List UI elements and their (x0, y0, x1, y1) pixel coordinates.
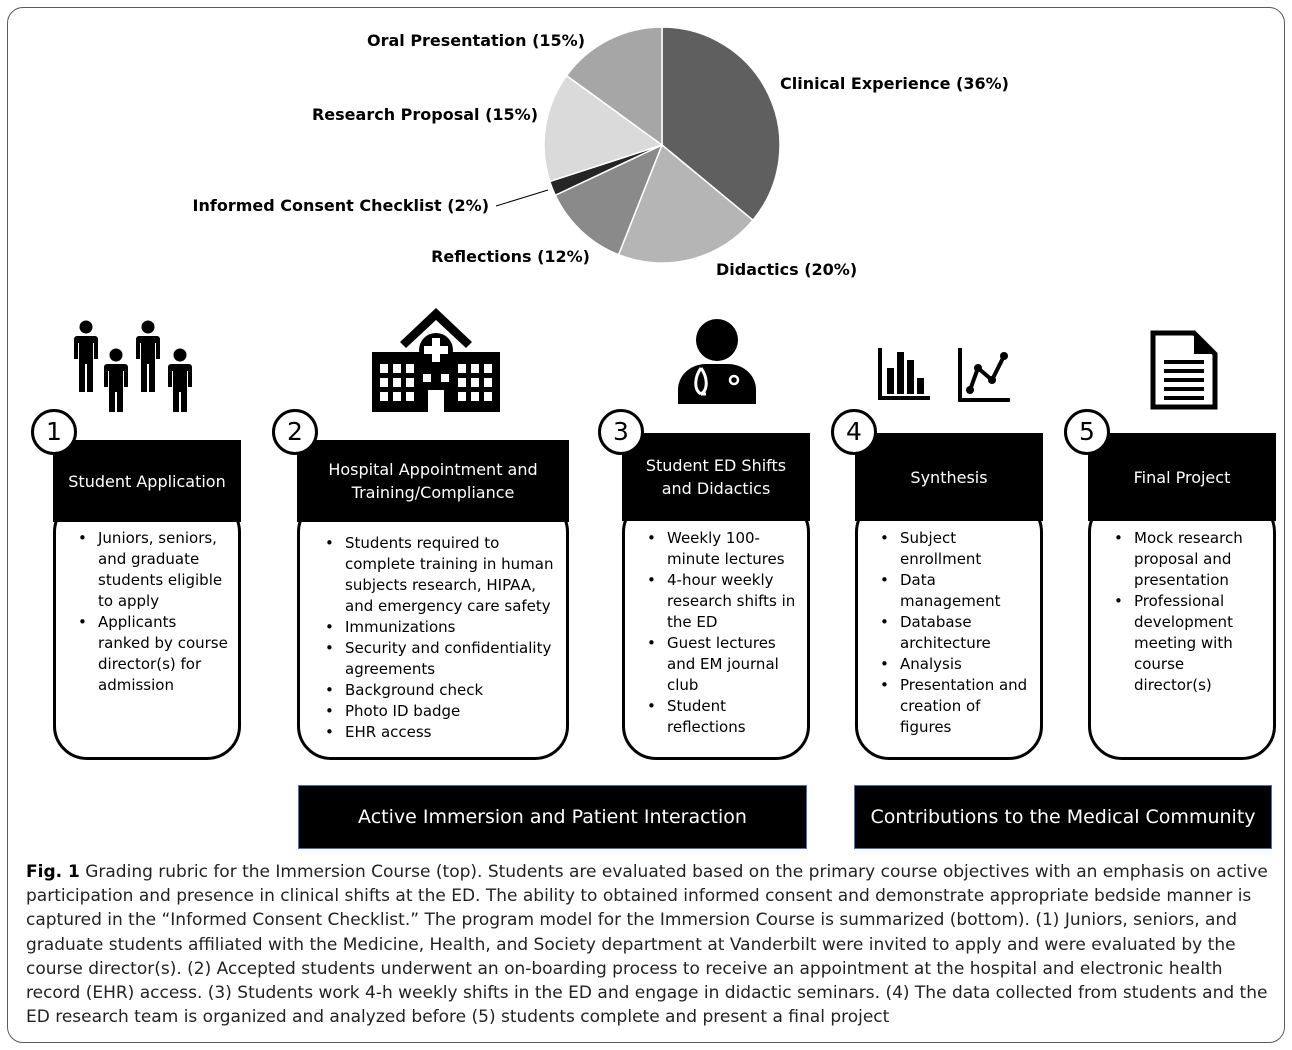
pie-label-5: Research Proposal (15%) (312, 105, 538, 124)
list-item: Presentation and creation of figures (878, 675, 1028, 738)
figure-frame (7, 7, 1285, 1043)
step-1-title: Student Application (68, 471, 226, 491)
banner-right-label: Contributions to the Medical Community (870, 806, 1256, 828)
step-1-bullets: Juniors, seniors, and graduate students … (76, 528, 228, 696)
pie-label-2: Didactics (20%) (716, 260, 857, 279)
step-2-header: Hospital Appointment and Training/Compli… (297, 440, 569, 522)
step-1-number: 1 (31, 409, 77, 455)
line-chart-icon (958, 348, 1010, 402)
list-item: Mock research proposal and presentation (1112, 528, 1262, 591)
banner-left-label: Active Immersion and Patient Interaction (358, 806, 747, 828)
step-5-bullets: Mock research proposal and presentation … (1112, 528, 1262, 696)
step-2-bullets: Students required to complete training i… (323, 533, 555, 743)
pie-label-1: Clinical Experience (36%) (780, 74, 1009, 93)
pie-slice-5 (543, 74, 664, 183)
list-item: Analysis (878, 654, 1028, 675)
list-item: Data management (878, 570, 1028, 612)
step-3-number: 3 (598, 409, 644, 455)
list-item: Photo ID badge (323, 701, 555, 722)
step-5-number: 5 (1064, 409, 1110, 455)
list-item: Background check (323, 680, 555, 701)
step-3-bullets: Weekly 100-minute lectures 4-hour weekly… (645, 528, 801, 738)
step-1-header: Student Application (53, 440, 241, 522)
list-item: Student reflections (645, 696, 801, 738)
list-item: Guest lectures and EM journal club (645, 633, 801, 696)
pie-label-6: Oral Presentation (15%) (367, 31, 585, 50)
list-item: Subject enrollment (878, 528, 1028, 570)
step-4-title: Synthesis (910, 467, 988, 487)
figure-caption: Fig. 1 Grading rubric for the Immersion … (26, 860, 1276, 1029)
caption-text: Grading rubric for the Immersion Course … (26, 862, 1268, 1028)
banner-active-immersion: Active Immersion and Patient Interaction (298, 785, 807, 849)
caption-label: Fig. 1 (26, 862, 80, 882)
banner-contributions: Contributions to the Medical Community (854, 785, 1272, 849)
list-item: 4-hour weekly research shifts in the ED (645, 570, 801, 633)
pie-leader-line (495, 189, 549, 207)
pie-slice-3 (554, 143, 664, 256)
list-item: Students required to complete training i… (323, 533, 555, 617)
hospital-icon (372, 308, 500, 412)
list-item: Professional development meeting with co… (1112, 591, 1262, 696)
step-5-header: Final Project (1088, 433, 1276, 521)
pie-slice-1 (661, 26, 781, 222)
list-item: EHR access (323, 722, 555, 743)
step-3-header: Student ED Shifts and Didactics (622, 433, 810, 521)
pie-slice-6 (565, 26, 663, 147)
pie-label-3: Reflections (12%) (431, 247, 590, 266)
step-5-title: Final Project (1133, 467, 1231, 487)
step-3-title: Student ED Shifts and Didactics (645, 456, 787, 498)
document-icon (1150, 330, 1218, 410)
doctor-icon (678, 319, 756, 404)
step-2-title: Hospital Appointment and Training/Compli… (328, 460, 538, 502)
list-item: Database architecture (878, 612, 1028, 654)
grading-pie-chart: Clinical Experience (36%) Didactics (20%)… (193, 26, 1009, 279)
people-icon (74, 320, 192, 412)
list-item: Juniors, seniors, and graduate students … (76, 528, 228, 612)
pie-label-4: Informed Consent Checklist (2%) (193, 196, 489, 215)
list-item: Security and confidentiality agreements (323, 638, 555, 680)
step-4-header: Synthesis (855, 433, 1043, 521)
list-item: Immunizations (323, 617, 555, 638)
list-item: Weekly 100-minute lectures (645, 528, 801, 570)
pie-slice-2 (617, 143, 754, 264)
list-item: Applicants ranked by course director(s) … (76, 612, 228, 696)
bar-chart-icon (878, 348, 930, 400)
step-4-number: 4 (831, 409, 877, 455)
step-4-bullets: Subject enrollment Data management Datab… (878, 528, 1028, 738)
step-2-number: 2 (272, 409, 318, 455)
